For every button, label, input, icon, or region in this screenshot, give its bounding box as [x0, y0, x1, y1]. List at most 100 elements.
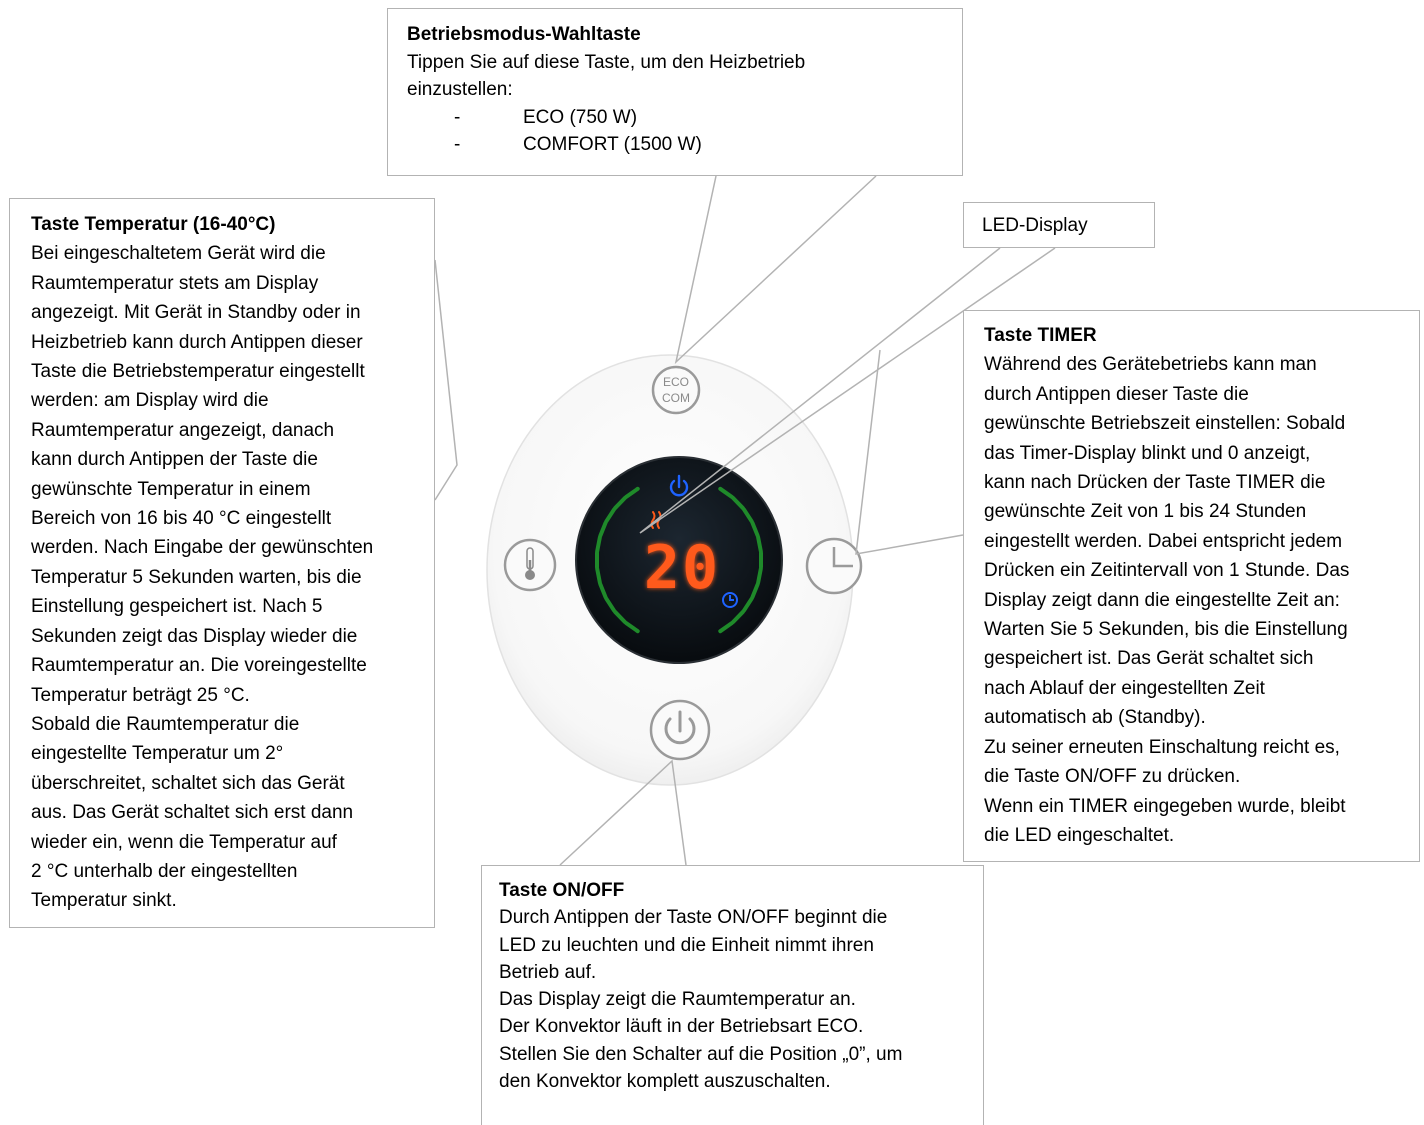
leader-lines	[434, 175, 1056, 866]
leader-line-onoff	[559, 759, 687, 866]
mode-button-label-com: COM	[662, 391, 690, 405]
callout-onoff-line: Durch Antippen der Taste ON/OFF beginnt …	[499, 907, 888, 929]
display-value: 20	[644, 533, 720, 603]
callout-timer-line: kann nach Drücken der Taste TIMER die	[984, 472, 1326, 494]
timer-button[interactable]	[805, 537, 863, 595]
callout-temp-line: gewünschte Temperatur in einem	[31, 478, 311, 500]
ring-segment	[613, 496, 627, 511]
callout-temp-line: kann durch Antippen der Taste die	[31, 449, 318, 471]
callout-led-display: LED-Display	[963, 202, 1155, 248]
ring-segment	[756, 566, 763, 585]
callout-temp-line: wieder ein, wenn die Temperatur auf	[31, 831, 337, 853]
ring-segment	[718, 486, 734, 499]
ring-segment	[624, 486, 640, 499]
power-button[interactable]	[649, 699, 711, 761]
callout-timer-line: Warten Sie 5 Sekunden, bis die Einstellu…	[984, 619, 1348, 641]
callout-temp-line: aus. Das Gerät schaltet sich erst dann	[31, 802, 354, 824]
callout-timer-button: Taste TIMER Während des Gerätebetriebs k…	[963, 310, 1420, 862]
callout-timer-line: das Timer-Display blinkt und 0 anzeigt,	[984, 442, 1311, 464]
callout-timer-body: Während des Gerätebetriebs kann man durch…	[984, 350, 1411, 850]
callout-temp-line: Sobald die Raumtemperatur die	[31, 713, 300, 735]
callout-timer-line: Zu seiner erneuten Einschaltung reicht e…	[984, 736, 1340, 758]
callout-timer-line: nach Ablauf der eingestellten Zeit	[984, 677, 1265, 699]
callout-temp-line: Raumtemperatur an. Die voreingestellte	[31, 655, 367, 677]
callout-timer-line: die Taste ON/OFF zu drücken.	[984, 766, 1241, 788]
ring-segment	[750, 582, 760, 600]
callout-timer-line: durch Antippen dieser Taste die	[984, 383, 1249, 405]
callout-temperature-title: Taste Temperatur (16-40°C)	[31, 214, 276, 235]
callout-timer-line: gewünschte Zeit von 1 bis 24 Stunden	[984, 501, 1307, 523]
ring-segment	[731, 496, 745, 511]
thermometer-icon	[525, 547, 535, 580]
mode-button[interactable]: ECO COM	[651, 365, 701, 415]
callout-temp-line: Raumtemperatur angezeigt, danach	[31, 419, 335, 441]
callout-led-title: LED-Display	[982, 215, 1088, 236]
list-item-text: ECO (750 W)	[523, 106, 638, 128]
callout-temp-line: eingestellte Temperatur um 2°	[31, 743, 284, 765]
callout-timer-line: Während des Gerätebetriebs kann man	[984, 354, 1317, 376]
callout-temp-line: Sekunden zeigt das Display wieder die	[31, 625, 358, 647]
callout-timer-line: Drücken ein Zeitintervall von 1 Stunde. …	[984, 560, 1350, 582]
leader-line-timer	[855, 349, 964, 555]
temperature-button[interactable]	[503, 538, 557, 592]
callout-temp-line: werden: am Display wird die	[31, 390, 269, 412]
callout-timer-line: eingestellt werden. Dabei entspricht jed…	[984, 530, 1343, 552]
callout-mode-line: einzustellen:	[407, 79, 513, 100]
ring-segment	[718, 621, 734, 634]
callout-onoff-line: Stellen Sie den Schalter auf die Positio…	[499, 1043, 903, 1065]
callout-onoff-line: Betrieb auf.	[499, 961, 597, 983]
list-dash: -	[454, 134, 461, 155]
callout-onoff-line: LED zu leuchten und die Einheit nimmt ih…	[499, 934, 874, 956]
ring-segment	[741, 596, 754, 613]
callout-temp-line: Bei eingeschaltetem Gerät wird die	[31, 243, 326, 265]
list-item-text: COMFORT (1500 W)	[523, 134, 702, 155]
callout-temp-line: Temperatur sinkt.	[31, 890, 177, 912]
callout-temp-line: werden. Nach Eingabe der gewünschten	[31, 537, 374, 559]
ring-segment	[741, 507, 754, 524]
callout-timer-title: Taste TIMER	[984, 325, 1097, 346]
power-icon	[664, 710, 696, 745]
callout-timer-line: Wenn ein TIMER eingegeben wurde, bleibt	[984, 795, 1346, 817]
ring-segment	[595, 535, 602, 554]
ring-segment	[756, 535, 763, 554]
callout-mode-list-item: - COMFORT (1500 W)	[407, 131, 950, 159]
callout-mode-button: Betriebsmodus-Wahltaste Tippen Sie auf d…	[387, 8, 963, 176]
leader-line-temperature	[434, 259, 458, 501]
callout-onoff-button: Taste ON/OFF Durch Antippen der Taste ON…	[481, 865, 984, 1125]
callout-timer-line: automatisch ab (Standby).	[984, 707, 1206, 729]
callout-temp-line: 2 °C unterhalb der eingestellten	[31, 860, 298, 882]
callout-onoff-line: Der Konvektor läuft in der Betriebsart E…	[499, 1016, 864, 1038]
callout-temperature-button: Taste Temperatur (16-40°C) Bei eingescha…	[9, 198, 435, 928]
callout-timer-line: gespeichert ist. Das Gerät schaltet sich	[984, 648, 1314, 670]
callout-temp-line: Heizbetrieb kann durch Antippen dieser	[31, 331, 363, 353]
ring-segment	[613, 609, 627, 624]
callout-temp-line: Bereich von 16 bis 40 °C eingestellt	[31, 508, 332, 530]
ring-segment	[604, 507, 617, 524]
power-indicator-icon	[669, 474, 689, 497]
ring-segment	[624, 621, 640, 634]
callout-onoff-line: den Konvektor komplett auszuschalten.	[499, 1071, 831, 1093]
timer-indicator-icon	[722, 592, 738, 608]
callout-temp-line: Temperatur beträgt 25 °C.	[31, 684, 250, 706]
callout-temp-line: angezeigt. Mit Gerät in Standby oder in	[31, 302, 361, 324]
callout-timer-line: die LED eingeschaltet.	[984, 824, 1175, 846]
callout-timer-line: Display zeigt dann die eingestellte Zeit…	[984, 589, 1340, 611]
clock-icon	[832, 547, 853, 568]
list-dash: -	[454, 106, 461, 128]
callout-temp-line: überschreitet, schaltet sich das Gerät	[31, 772, 345, 794]
callout-mode-line: Tippen Sie auf diese Taste, um den Heizb…	[407, 51, 806, 73]
leader-line-mode	[674, 175, 877, 365]
callout-onoff-title: Taste ON/OFF	[499, 880, 625, 901]
callout-temp-line: Temperatur 5 Sekunden warten, bis die	[31, 566, 362, 588]
heat-waves-icon	[650, 511, 662, 529]
callout-temp-line: Taste die Betriebstemperatur eingestellt	[31, 361, 365, 383]
ring-segment	[604, 596, 617, 613]
callout-mode-list-item: - ECO (750 W)	[407, 104, 950, 132]
ring-segment	[598, 582, 608, 600]
mode-button-label-eco: ECO	[663, 375, 689, 389]
ring-segment	[731, 609, 745, 624]
ring-segment	[750, 520, 760, 538]
callout-timer-line: gewünschte Betriebszeit einstellen: Soba…	[984, 413, 1346, 435]
callout-temp-line: Raumtemperatur stets am Display	[31, 272, 319, 294]
